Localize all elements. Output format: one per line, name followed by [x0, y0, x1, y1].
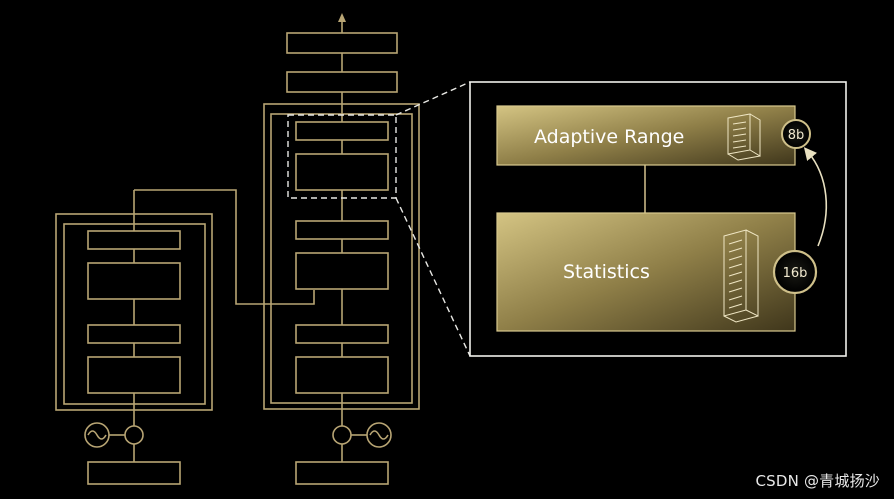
building-icon [727, 113, 761, 161]
encoder-to-decoder-link [134, 189, 315, 305]
encoder-block-4 [87, 356, 181, 394]
encoder-block-3 [87, 324, 181, 344]
curved-arrow-icon [803, 147, 828, 247]
statistics-panel [496, 212, 796, 332]
inset-panel: Adaptive Range 8b Statistics 16b [469, 81, 847, 357]
output-block-2 [286, 71, 398, 93]
zoom-selection [287, 81, 471, 357]
encoder-input-block [87, 461, 181, 485]
zoom-selection-box [287, 114, 397, 199]
decoder-block-3 [295, 220, 389, 240]
decoder-block-2 [295, 153, 389, 191]
encoder-block-1 [87, 230, 181, 250]
decoder-block-5 [295, 324, 389, 344]
decoder-block-6 [295, 356, 389, 394]
badge-16b-label: 16b [783, 266, 808, 281]
statistics-label: Statistics [563, 261, 650, 283]
adaptive-range-label: Adaptive Range [534, 126, 684, 148]
encoder-add-node [124, 425, 144, 445]
tower-icon [723, 229, 759, 323]
sine-wave-path [369, 430, 389, 440]
output-block-1 [286, 32, 398, 54]
encoder-column [55, 189, 315, 485]
watermark-text: CSDN @青城扬沙 [755, 472, 880, 490]
badge-16b [772, 249, 818, 295]
encoder-block-2 [87, 262, 181, 300]
zoom-line-bottom [395, 197, 471, 357]
sine-wave-path [87, 430, 107, 440]
decoder-add-node [332, 425, 352, 445]
decoder-inner-frame [270, 113, 413, 404]
badge-8b [781, 119, 811, 149]
decoder-block-4 [295, 252, 389, 290]
inset-border [469, 81, 847, 357]
decoder-column [263, 22, 420, 485]
output-arrow-icon [338, 13, 346, 22]
decoder-block-1 [295, 121, 389, 141]
badge-8b-label: 8b [788, 128, 805, 143]
decoder-input-block [295, 461, 389, 485]
zoom-line-top [395, 81, 471, 116]
